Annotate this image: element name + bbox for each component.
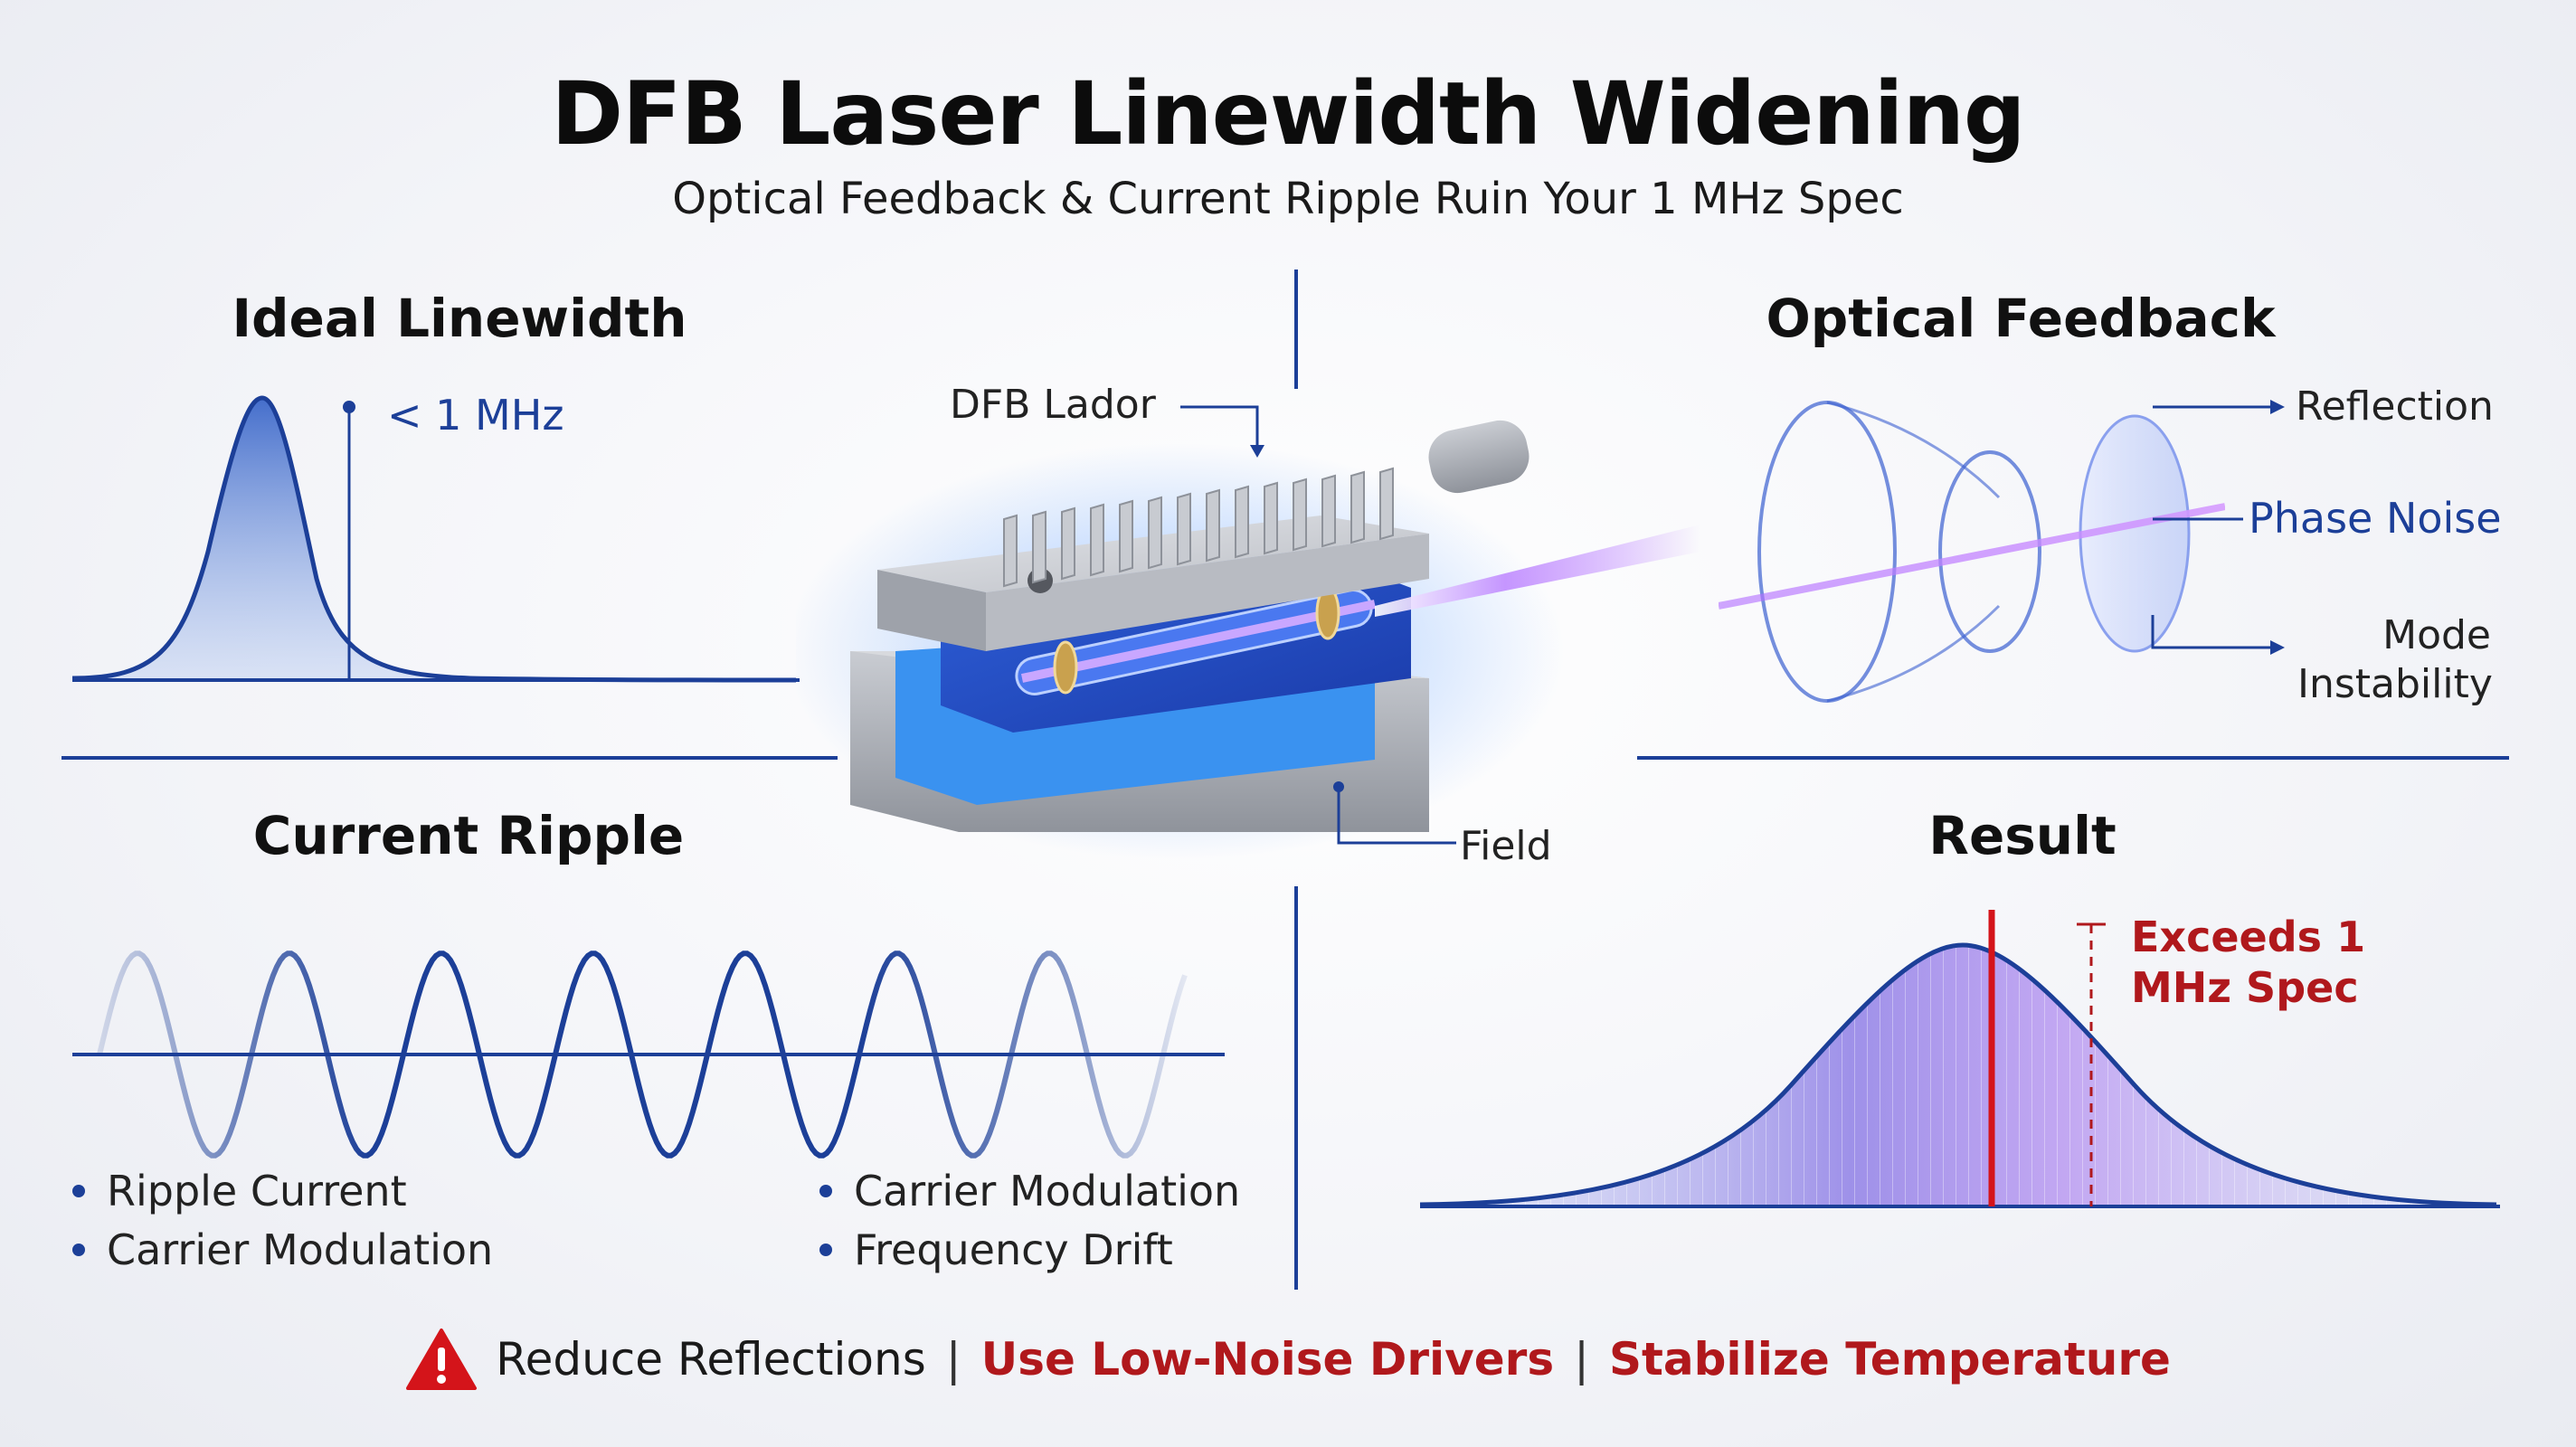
footer-separator: |: [945, 1333, 961, 1386]
page-subtitle: Optical Feedback & Current Ripple Ruin Y…: [672, 174, 1904, 224]
mode-instability-pointer: [2151, 615, 2270, 649]
footer-low-noise-drivers: Use Low-Noise Drivers: [980, 1333, 1555, 1386]
ripple-bullet-1: Ripple Current: [72, 1167, 407, 1215]
current-ripple-heading: Current Ripple: [252, 805, 685, 866]
page-title: DFB Laser Linewidth Widening: [551, 63, 2025, 165]
grating-fin: [1293, 478, 1307, 552]
ripple-bullet-4: Frequency Drift: [819, 1225, 1173, 1274]
footer-separator: |: [1574, 1333, 1589, 1386]
feedback-pointers: [2151, 400, 2285, 655]
grating-fin: [1090, 503, 1104, 577]
ripple-bullet-2: Carrier Modulation: [72, 1225, 493, 1274]
grating-fin: [1206, 488, 1220, 563]
footer-stabilize-temperature: Stabilize Temperature: [1608, 1333, 2171, 1386]
exceeds-spec-label: Exceeds 1 MHz Spec: [2131, 913, 2366, 1012]
ripple-bullet-3: Carrier Modulation: [819, 1167, 1240, 1215]
gold-ring-left: [1053, 640, 1078, 695]
laser-beam: [1375, 525, 1700, 617]
ripple-wave-plot: [72, 950, 1225, 1159]
output-stub: [1428, 420, 1530, 494]
ideal-marker-dot: [343, 401, 355, 413]
dfb-laser-device: [796, 420, 1700, 859]
result-broadened-plot: [1419, 910, 2500, 1208]
grating-fin: [1003, 514, 1018, 588]
grating-fin: [1119, 499, 1133, 573]
reflection-label: Reflection: [2296, 383, 2494, 430]
grating-fin: [1177, 492, 1191, 566]
result-heading: Result: [1928, 805, 2117, 866]
field-label-pointer: [1333, 781, 1456, 845]
bullet-dot-icon: [819, 1243, 832, 1256]
grating-fin: [1264, 481, 1278, 555]
ideal-linewidth-heading: Ideal Linewidth: [232, 288, 687, 349]
lens-large: [1757, 401, 1897, 703]
grating-fin: [1235, 485, 1249, 559]
recommendations-footer: Reduce Reflections | Use Low-Noise Drive…: [0, 1328, 2576, 1391]
ripple-wave: [97, 950, 1188, 1159]
bullet-dot-icon: [72, 1243, 85, 1256]
ideal-peak-area: [72, 398, 796, 680]
warning-triangle-icon: [406, 1329, 478, 1390]
dfb-label-pointer: [1180, 405, 1264, 458]
optical-feedback-diagram: [1719, 401, 2225, 703]
grating-fin: [1379, 467, 1394, 541]
grating-fin: [1321, 474, 1336, 548]
grating-fin: [1032, 510, 1046, 584]
footer-reduce-reflections: Reduce Reflections: [496, 1333, 926, 1386]
grating-fin: [1148, 496, 1162, 570]
bullet-dot-icon: [72, 1184, 85, 1197]
result-curve: [1419, 942, 2497, 1207]
lens-small: [1938, 450, 2041, 653]
dfb-device-label: DFB Lador: [950, 382, 1156, 428]
field-label: Field: [1460, 823, 1552, 869]
grating-fins: [1003, 467, 1394, 588]
mode-instability-label: Mode Instability: [2297, 612, 2493, 707]
ideal-marker-label: < 1 MHz: [387, 391, 564, 440]
optical-feedback-heading: Optical Feedback: [1766, 288, 2276, 349]
phase-noise-label: Phase Noise: [2249, 494, 2502, 543]
bullet-dot-icon: [819, 1184, 832, 1197]
ideal-linewidth-plot: [71, 395, 800, 683]
feedback-beam: [1719, 503, 2225, 610]
grating-fin: [1350, 470, 1365, 544]
grating-fin: [1061, 506, 1075, 581]
